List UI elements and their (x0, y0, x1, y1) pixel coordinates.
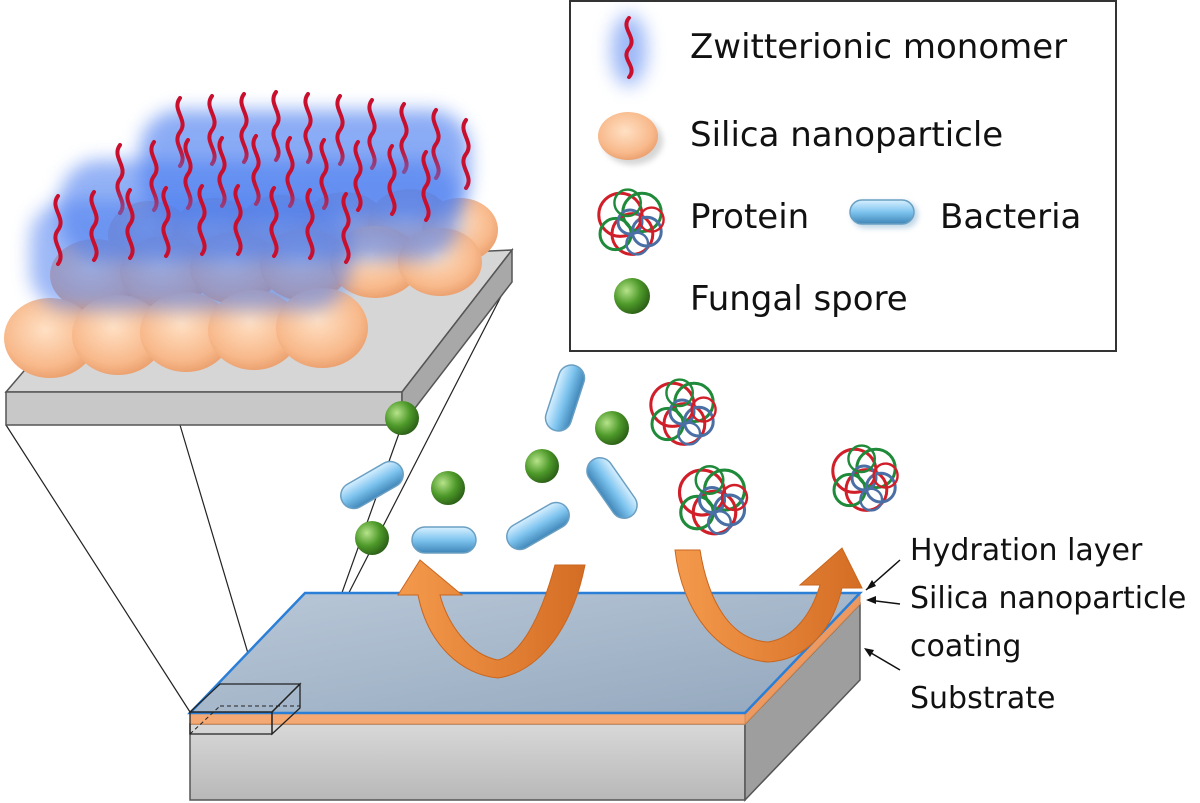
bacterium (411, 526, 477, 554)
protein (677, 464, 749, 536)
spore (525, 449, 559, 483)
substrate-label: Substrate (910, 681, 1055, 716)
spore (355, 521, 389, 555)
legend-nanoparticle-label: Silica nanoparticle (690, 115, 1003, 155)
repel-arrow-right (674, 547, 863, 663)
protein (831, 444, 900, 512)
legend-box (569, 0, 1117, 352)
silica-coating-label-line2: coating (910, 629, 1021, 664)
legend-monomer-label: Zwitterionic monomer (690, 27, 1067, 67)
coated-substrate (187, 591, 863, 802)
bacterium (340, 460, 404, 510)
zoom-line (5, 424, 191, 713)
inset-glow-front (30, 200, 350, 310)
zoom-box (188, 682, 302, 736)
silica-coating-front (189, 712, 746, 725)
substrate-front (189, 723, 746, 801)
silica-coating-label-line1: Silica nanoparticle (910, 581, 1186, 616)
legend: Zwitterionic monomer Silica nanoparticle… (569, 0, 1117, 352)
spore (595, 411, 629, 445)
spore (385, 401, 419, 435)
bacterium (506, 501, 570, 551)
legend-bacteria-label: Bacteria (940, 197, 1081, 237)
legend-protein-label: Protein (690, 197, 809, 237)
magnified-inset (4, 90, 514, 735)
legend-spore-label: Fungal spore (690, 279, 908, 319)
repel-arrow-left (397, 559, 586, 679)
inset-slab-front (5, 391, 403, 426)
spore (431, 471, 465, 505)
bacterium (544, 364, 586, 432)
proteins (649, 378, 900, 536)
hydration-layer-label: Hydration layer (910, 533, 1143, 568)
legend-bacteria-icon (849, 199, 918, 228)
bacteria-cells (340, 364, 638, 554)
protein (649, 378, 718, 446)
layer-labels: Hydration layer Silica nanoparticle coat… (864, 533, 1186, 716)
inset-nanoparticles-front (4, 288, 368, 378)
legend-monomer-icon (611, 14, 647, 86)
fungal-spores (355, 401, 629, 555)
legend-spore-icon (614, 278, 650, 314)
legend-nanoparticle-icon (598, 112, 663, 165)
bacterium (586, 457, 638, 519)
